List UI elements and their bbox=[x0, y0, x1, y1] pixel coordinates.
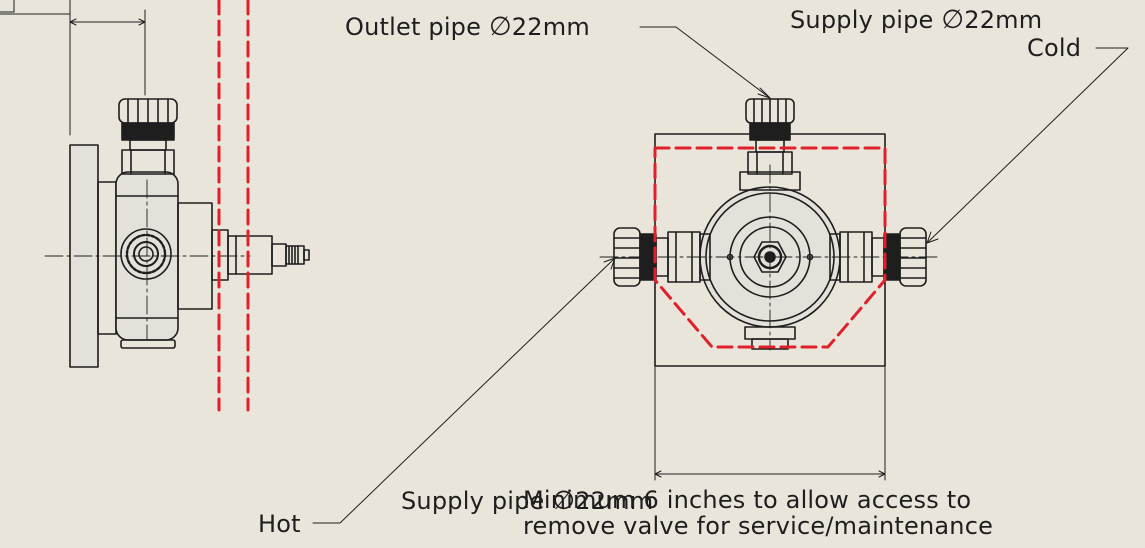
diameter-icon: ∅ bbox=[488, 12, 512, 42]
supply-cold-sub: Cold bbox=[1027, 34, 1082, 62]
supply-pipe-cold-label: Supply pipe ∅22mm bbox=[790, 7, 1042, 33]
clearance-note-line2: remove valve for service/maintenance bbox=[523, 512, 994, 540]
diameter-icon: ∅ bbox=[941, 5, 965, 35]
leader-outlet bbox=[639, 26, 771, 99]
diameter-icon: ∅ bbox=[552, 486, 576, 516]
leader-hot bbox=[312, 257, 616, 524]
hidden-boundary-octagon bbox=[653, 146, 887, 349]
outlet-pipe-prefix: Outlet pipe bbox=[345, 13, 482, 41]
side-view bbox=[0, 0, 310, 368]
front-view bbox=[599, 98, 941, 367]
supply-cold-prefix: Supply pipe bbox=[790, 6, 934, 34]
supply-pipe-hot-label: Supply pipe ∅22mm bbox=[401, 488, 653, 514]
supply-cold-size: 22mm bbox=[964, 6, 1043, 34]
clearance-dimension bbox=[654, 365, 886, 481]
supply-hot-sub: Hot bbox=[258, 510, 301, 538]
leader-cold bbox=[926, 47, 1129, 244]
outlet-pipe-size: 22mm bbox=[511, 13, 590, 41]
clearance-note-line1: Minimum 6 inches to allow access to bbox=[523, 486, 972, 514]
hidden-boundary-left bbox=[217, 0, 250, 412]
supply-hot-prefix: Supply pipe bbox=[401, 487, 545, 515]
supply-hot-size: 22mm bbox=[575, 487, 654, 515]
outlet-pipe-label: Outlet pipe ∅22mm bbox=[345, 14, 590, 40]
